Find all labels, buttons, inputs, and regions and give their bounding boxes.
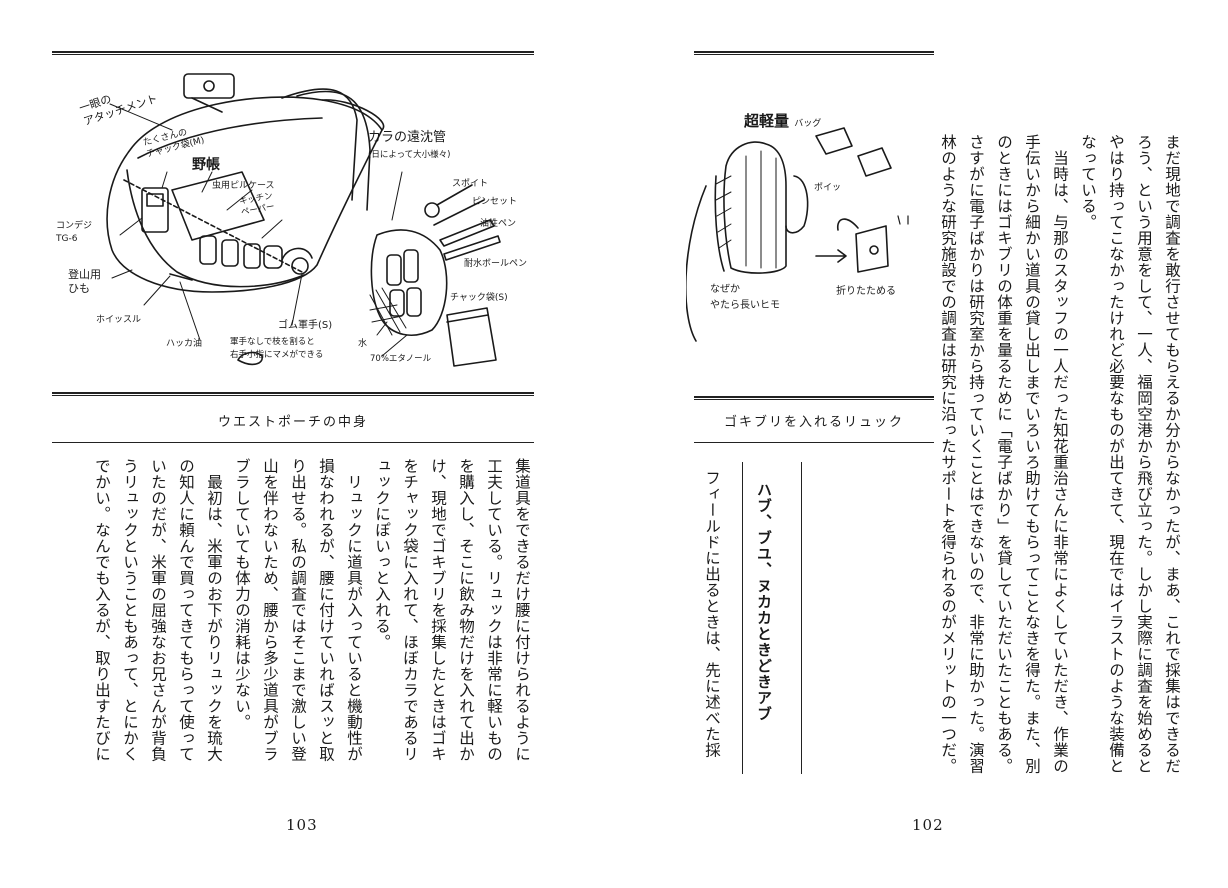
label-cord: 登山用 ひも (68, 268, 101, 295)
paragraph: リュックに道具が入っていると機動性が損なわれるが、腰に付けていればスッと取り出せ… (233, 458, 363, 762)
label-title-main: 超軽量 (744, 112, 790, 130)
label-kitchen-paper: キッチン ペーパー (238, 191, 276, 218)
top-rule (52, 51, 534, 55)
label-ethanol: 70%エタノール (370, 354, 432, 364)
label-whistle: ホイッスル (96, 315, 142, 325)
figure-caption: ウエストポーチの中身 (217, 415, 368, 430)
section-body: フィールドに出るときは、先に述べた採 (703, 470, 721, 758)
waist-pouch-illustration: 一眼の アタッチメント たくさんの チャック袋(M) 野帳 虫用ピルケース キッ… (52, 60, 534, 388)
label-title: 超軽量 バッグ (744, 110, 821, 131)
label-rubber-gloves: ゴム軍手(S) (278, 320, 333, 331)
page-number: 102 (912, 816, 944, 834)
label-glove-note: 軍手なしで枝を割ると 右手小指にマメができる (230, 337, 324, 360)
label-strap: なぜか やたら長いヒモ (710, 284, 780, 311)
label-insect-case: 虫用ピルケース (212, 181, 275, 191)
label-dropper: スポイト (452, 179, 489, 189)
section-heading: ハブ、ブユ、ヌカカときどきアブ (755, 482, 773, 722)
label-water: 水 (358, 339, 368, 349)
body-text: 集道具をできるだけ腰に付けられるように工夫している。リュックは非常に軽いものを購… (58, 458, 536, 776)
label-fold: 折りたためる (836, 286, 896, 297)
top-rule (694, 51, 934, 55)
label-camera: コンデジ TG-6 (56, 221, 93, 244)
paragraph: まだ現地で調査を敢行させてもらえるか分からなかったが、まあ、これで採集はできるだ… (1079, 134, 1181, 774)
caption-top-rule (52, 392, 534, 396)
label-notebook: 野帳 (192, 157, 220, 173)
label-title-sub: バッグ (794, 119, 822, 129)
label-tube-note: (日によって大小様々) (368, 150, 451, 160)
figure-caption: ゴキブリを入れるリュック (723, 415, 904, 430)
label-tube: カラの遠沈管 (368, 130, 447, 145)
paragraph: 集道具をできるだけ腰に付けられるように工夫している。リュックは非常に軽いものを購… (373, 458, 531, 762)
body-text: まだ現地で調査を敢行させてもらえるか分からなかったが、まあ、これで採集はできるだ… (939, 134, 1186, 774)
left-page: 一眼の アタッチメント たくさんの チャック袋(M) 野帳 虫用ピルケース キッ… (52, 51, 536, 834)
label-ballpen: 耐水ボールペン (464, 259, 528, 269)
heading-rule-left (742, 462, 743, 774)
paragraph: 最初は、米軍のお下がりリュックを琉大の知人に頼んで買ってきてもらって使っていたの… (93, 458, 223, 762)
label-pouch: ポイッ (814, 183, 842, 193)
caption-bottom-rule (694, 442, 934, 443)
page-number: 103 (286, 816, 318, 834)
figure-labels: 一眼の アタッチメント たくさんの チャック袋(M) 野帳 虫用ピルケース キッ… (52, 60, 534, 388)
backpack-illustration: 超軽量 バッグ ポイッ 折りたためる なぜか やたら長いヒモ (686, 96, 936, 344)
label-tweezers: ピンセット (472, 197, 518, 207)
label-mint-oil: ハッカ油 (166, 339, 203, 349)
caption-top-rule (694, 396, 934, 400)
label-zip-bag-s: チャック袋(S) (450, 293, 508, 303)
heading-rule-right (801, 462, 802, 774)
figure-labels: 超軽量 バッグ ポイッ 折りたためる なぜか やたら長いヒモ (686, 96, 936, 344)
paragraph: 当時は、与那のスタッフの一人だった知花重治さんに非常によくしていただき、作業の手… (939, 134, 1069, 774)
caption-bottom-rule (52, 442, 534, 443)
label-attachment: 一眼の アタッチメント (77, 92, 160, 129)
label-marker: 油性ペン (480, 219, 517, 229)
right-page: 超軽量 バッグ ポイッ 折りたためる なぜか やたら長いヒモ ゴキブリを入れるリ… (614, 0, 1228, 888)
